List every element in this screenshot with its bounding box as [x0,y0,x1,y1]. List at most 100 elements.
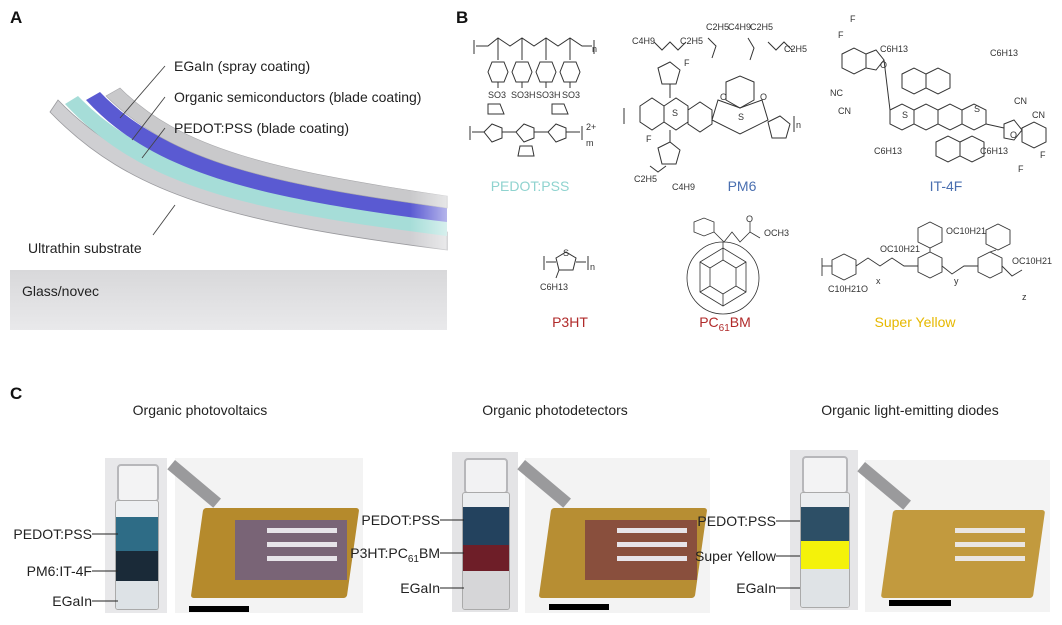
layer-stack-illustration [10,65,448,330]
scale-bar [189,606,249,612]
pm6-c4h9-1: C4H9 [632,36,656,46]
pss-so3-1: SO3 [488,90,507,100]
pcbm-name-tail: BM [729,314,751,330]
label-egain: EGaIn (spray coating) [174,58,311,74]
pm6-s-1: S [672,108,679,118]
it-c6h13-4: C6H13 [980,146,1009,156]
vial-layer-active [116,551,158,581]
pm6-c2h5-5: C2H5 [634,174,658,184]
vial-label-active-opv: PM6:IT-4F [26,563,92,579]
vial-label-pedot-opv: PEDOT:PSS [13,526,92,542]
vial-layer-active [463,545,509,571]
pm6-c2h5-2: C2H5 [706,22,730,32]
it-c6h13-1: C6H13 [880,44,909,54]
pm6-f-2: F [646,134,652,144]
it-f-4: F [1018,164,1024,174]
it-cn-3: CN [1014,96,1027,106]
it-f-1: F [850,14,856,24]
pss-so3h-1: SO3H [511,90,536,100]
pm6-c2h5-4: C2H5 [784,44,808,54]
leader-organic [131,96,166,141]
pss-so3h-2: SO3H [536,90,561,100]
panel-a-letter: A [10,8,23,27]
panel-c-letter: C [10,384,23,403]
device-photo-opd [517,458,710,613]
pcbm-name-main: PC [699,314,719,330]
pm6-n: n [796,120,802,130]
vial-label-egain-opv: EGaIn [52,593,92,609]
vial-label-active-oled: Super Yellow [695,548,776,564]
pm6-s-2: S [738,112,745,122]
molecule-name-p3ht: P3HT [552,314,588,330]
sy-y: y [954,276,959,286]
pm6-c2h5-3: C2H5 [750,22,774,32]
sy-z: z [1022,292,1027,302]
vial-layer-egain [116,581,158,609]
pm6-c2h5-1: C2H5 [680,36,704,46]
pss-charge: 2+ [586,122,597,132]
it-o-1: O [880,60,888,70]
pcbm-structure [686,217,761,315]
molecule-name-pedot-pss: PEDOT:PSS [490,178,570,194]
pm6-o-1: O [720,92,728,102]
sy-x: x [876,276,881,286]
device-title-opv: Organic photovoltaics [132,402,268,418]
leader-substrate [152,204,176,236]
it-c6h13-2: C6H13 [990,48,1019,58]
vial-cap [117,464,159,502]
device-title-oled: Organic light-emitting diodes [821,402,999,418]
vial-leaders-opd [440,519,464,589]
sy-oc10h21-1: OC10H21 [880,244,921,254]
vial-body [800,492,850,608]
it-f-2: F [838,30,844,40]
molecule-name-pcbm: PC61BM [690,314,760,334]
scale-bar [889,600,951,606]
super-yellow-structure [821,221,1023,281]
it-cn-2: CN [838,106,851,116]
vial-layer-pedot [116,517,158,551]
molecule-name-it-4f: IT-4F [929,178,963,194]
molecule-name-pm6: PM6 [727,178,757,194]
it-s-1: S [902,110,909,120]
it-c6h13-3: C6H13 [874,146,903,156]
vial-cap [802,456,848,494]
pss-m: m [586,138,594,148]
panel-b-letter: B [456,8,469,27]
scale-bar [549,604,609,610]
p3ht-n: n [590,262,596,272]
vial-layer-pedot [801,507,849,541]
vial-body [115,500,159,610]
it-s-2: S [974,104,981,114]
pm6-o-2: O [760,92,768,102]
pm6-c4h9-3: C4H9 [672,182,696,192]
label-organic: Organic semiconductors (blade coating) [174,89,422,105]
glass-base [10,270,447,330]
it-cn-4: CN [1032,110,1045,120]
it-f-3: F [1040,150,1046,160]
vial-label-active-opd: P3HT:PC61BM [350,545,440,565]
pcbm-och3: OCH3 [764,228,790,238]
pm6-f-1: F [684,58,690,68]
vial-leaders-opv [92,533,118,602]
it-cn-1: NC [830,88,843,98]
label-pedot: PEDOT:PSS (blade coating) [174,120,350,136]
pcbm-o: O [746,214,754,224]
vial-layer-egain [463,571,509,609]
leader-egain [119,65,166,119]
vial-label-egain-oled: EGaIn [736,580,776,596]
vial-body [462,492,510,610]
pss-so3-2: SO3 [562,90,581,100]
p3ht-s: S [563,248,570,258]
pss-n: n [592,44,598,54]
vial-label-egain-opd: EGaIn [400,580,440,596]
vial-layer-active [801,541,849,569]
it-4f-structure [841,47,1047,163]
p3ht-structure [543,251,589,279]
label-substrate: Ultrathin substrate [28,240,142,256]
vial-photo-opd [452,452,518,612]
sy-oc10h21-2: OC10H21 [946,226,987,236]
vial-cap [464,458,508,494]
vial-label-pedot-opd: PEDOT:PSS [361,512,440,528]
vial-photo-opv [105,458,167,613]
pcbm-name-sub: 61 [718,322,730,334]
